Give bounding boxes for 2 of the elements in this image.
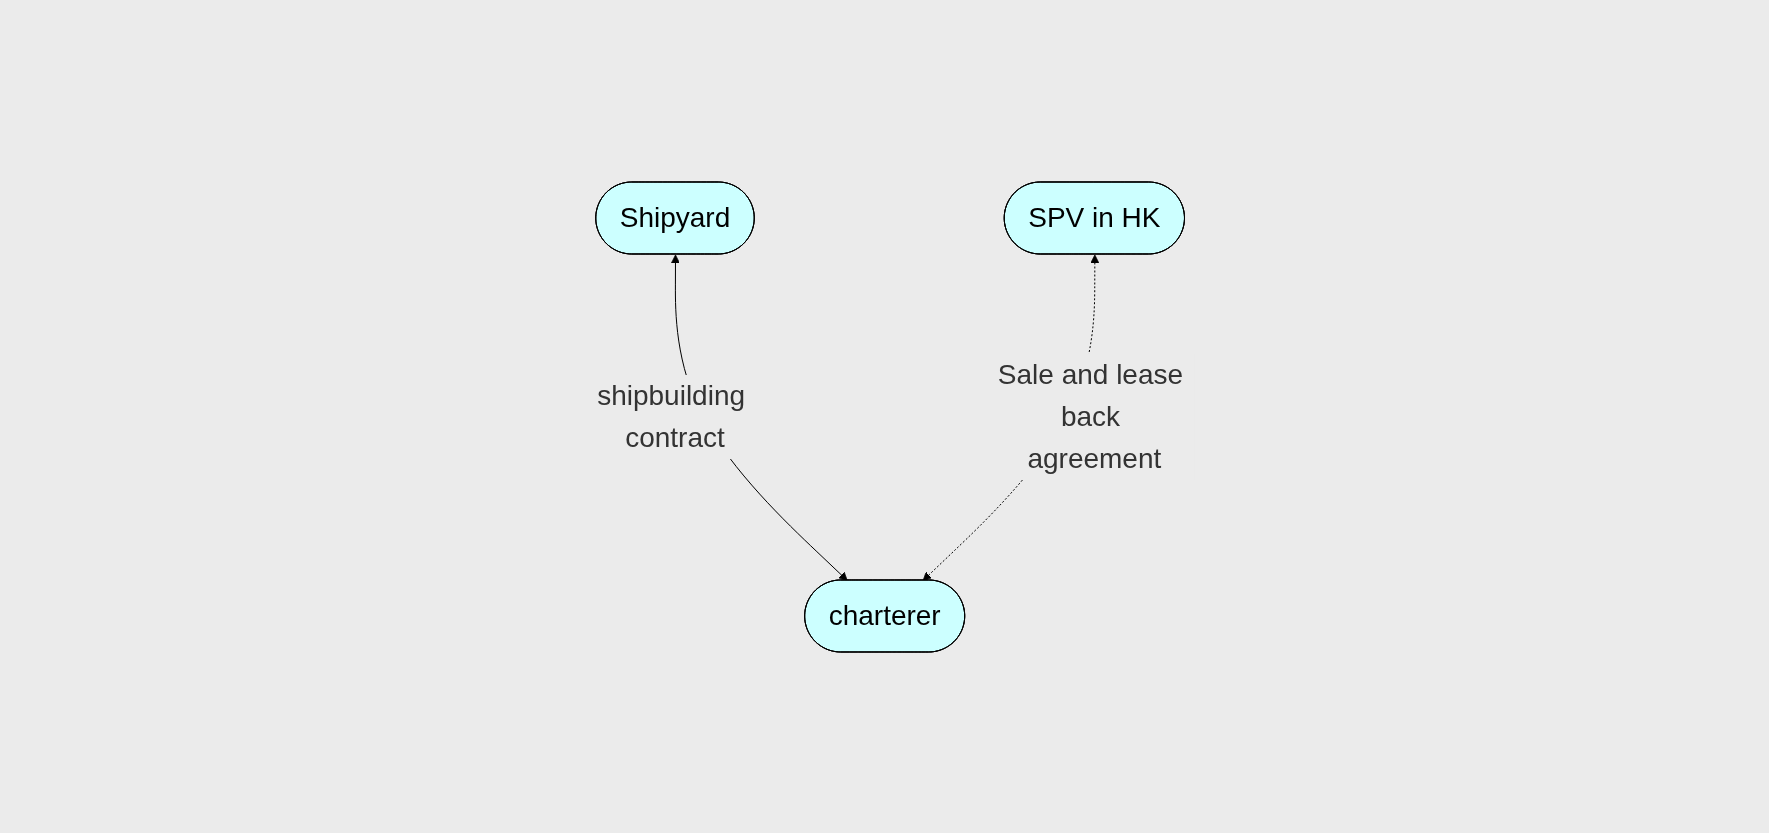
edge-label: shipbuilding contract (596, 379, 745, 453)
edge-label: Sale and lease back agreement (997, 358, 1183, 474)
